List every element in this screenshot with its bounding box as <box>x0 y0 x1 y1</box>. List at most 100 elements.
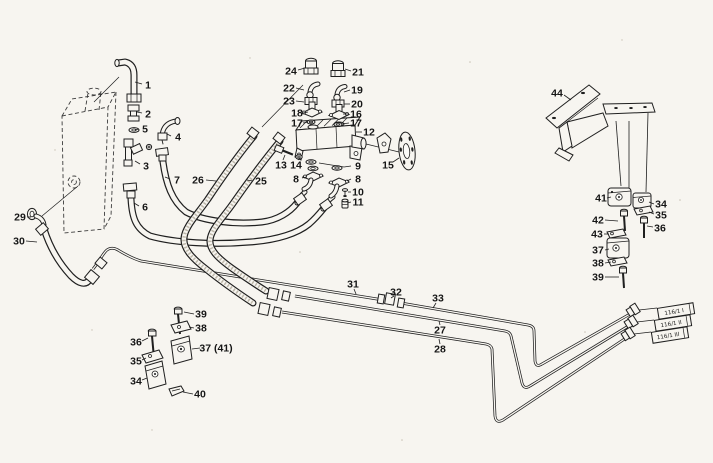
callout-leader-6-8 <box>133 202 140 207</box>
fitting-install-leader <box>261 84 304 128</box>
callout-22-13: 22 <box>283 83 295 95</box>
callout-leader-23-15 <box>295 100 305 103</box>
cap-nut-24 <box>303 57 319 75</box>
ref-tag-2-label: 116/1 II <box>660 320 682 329</box>
valve-10 <box>341 188 349 197</box>
pipe-end-fitting-I <box>625 302 658 318</box>
callout-36-48: 36 <box>130 337 142 349</box>
callout-19-14: 19 <box>351 85 363 97</box>
reservoir-tank <box>41 76 120 234</box>
plug-11 <box>341 198 349 209</box>
callout-44-30: 44 <box>551 88 563 100</box>
callout-30-10: 30 <box>13 236 25 248</box>
tank-neck-leader <box>93 76 120 103</box>
callout-35-33: 35 <box>655 210 667 222</box>
hose-6 <box>127 195 328 247</box>
pipe-end-fitting-II <box>623 314 655 330</box>
pipe-33 <box>400 301 638 367</box>
elbow-29 <box>26 207 50 236</box>
alignment-line-41 <box>615 120 622 187</box>
callout-12-21: 12 <box>363 127 375 139</box>
callout-leader-36-48 <box>141 337 149 342</box>
callout-leader-36-34 <box>646 225 654 228</box>
callout-leader-3-4 <box>134 160 141 165</box>
callout-20-16: 20 <box>351 99 363 111</box>
banjo-elbow-19 <box>333 84 348 102</box>
callout-leader-39-45 <box>183 311 195 315</box>
callout-leader-34-50 <box>141 377 148 381</box>
bolt-39-right <box>619 265 627 289</box>
callout-6-8: 6 <box>142 202 148 214</box>
hose6-elbow-up <box>318 194 336 212</box>
callout-leader-11-28 <box>346 201 352 204</box>
fitting-2 <box>127 104 140 122</box>
callout-leader-2-1 <box>136 111 143 114</box>
callout-34-50: 34 <box>130 376 142 388</box>
callout-42-35: 42 <box>592 215 604 227</box>
ref-tag-2: 116/1 II <box>653 314 693 332</box>
callout-leader-9-24 <box>343 165 352 168</box>
callout-26-6: 26 <box>192 175 204 187</box>
plate-35-left <box>141 349 164 364</box>
callout-15-29: 15 <box>382 160 394 172</box>
callout-leader-8-25 <box>301 176 307 179</box>
clamp-37-left <box>170 335 193 365</box>
union-32 <box>376 292 406 309</box>
callout-leader-44-30 <box>563 94 572 101</box>
pipe-end-fitting-III <box>620 326 652 342</box>
alignment-line-34 <box>645 112 649 193</box>
callout-leader-8-26 <box>346 178 352 182</box>
callout-leader-32-41 <box>390 295 395 299</box>
wedge-40 <box>168 385 185 397</box>
callout-34-32: 34 <box>655 199 667 211</box>
hose-fitting-7 <box>155 147 169 162</box>
callout-21-12: 21 <box>352 67 364 79</box>
callout-leader-40-51 <box>182 391 194 395</box>
braided-hose-25 <box>206 131 286 295</box>
washer-14 <box>295 154 303 160</box>
callout-38-38: 38 <box>592 258 604 270</box>
paper-speckles <box>54 39 681 441</box>
elbow-4 <box>157 117 181 145</box>
callout-leader-38-46 <box>188 326 195 329</box>
callout-14-23: 14 <box>290 160 302 172</box>
callout-25-7: 25 <box>255 176 267 188</box>
elbow-pipe-1 <box>114 58 142 103</box>
callout-8-26: 8 <box>355 174 361 186</box>
callout-35-49: 35 <box>130 356 142 368</box>
callout-leader-35-33 <box>648 211 655 215</box>
callout-41-31: 41 <box>595 193 607 205</box>
callout-5-2: 5 <box>142 124 148 136</box>
callout-leader-34-32 <box>648 201 655 205</box>
callout-17-19: 17 <box>291 118 303 130</box>
callout-39-39: 39 <box>592 272 604 284</box>
union-hose25-pipe27 <box>266 286 291 302</box>
callout-8-25: 8 <box>293 174 299 186</box>
clamp-37-right <box>606 237 630 259</box>
callout-leader-27-43 <box>438 320 441 326</box>
callout-27-43: 27 <box>434 325 446 337</box>
bracket-44 <box>545 84 656 193</box>
ref-tag-1-label: 116/1 I <box>664 308 685 317</box>
callout-2-1: 2 <box>145 109 151 121</box>
callout-leader-30-10 <box>25 240 38 243</box>
callout-32-41: 32 <box>390 287 402 299</box>
callout-16-18: 16 <box>350 109 362 121</box>
hose7-elbow-up <box>292 189 308 206</box>
pipe-27 <box>294 294 636 389</box>
clamp-34-right <box>632 192 652 209</box>
callout-11-28: 11 <box>352 197 363 209</box>
seal-ring-small <box>145 143 153 151</box>
ref-tag-3: 116/1 III <box>650 326 690 344</box>
callout-29-9: 29 <box>14 212 26 224</box>
union-hose26-pipe28 <box>257 301 282 318</box>
callout-leader-15-29 <box>392 157 400 163</box>
callout-leader-1-0 <box>134 81 143 85</box>
callout-28-44: 28 <box>434 344 446 356</box>
callout-36-34: 36 <box>654 223 666 235</box>
callout-24-11: 24 <box>285 66 297 78</box>
callout-leader-19-14 <box>343 89 351 93</box>
callout-leader-37-37 <box>604 248 610 251</box>
